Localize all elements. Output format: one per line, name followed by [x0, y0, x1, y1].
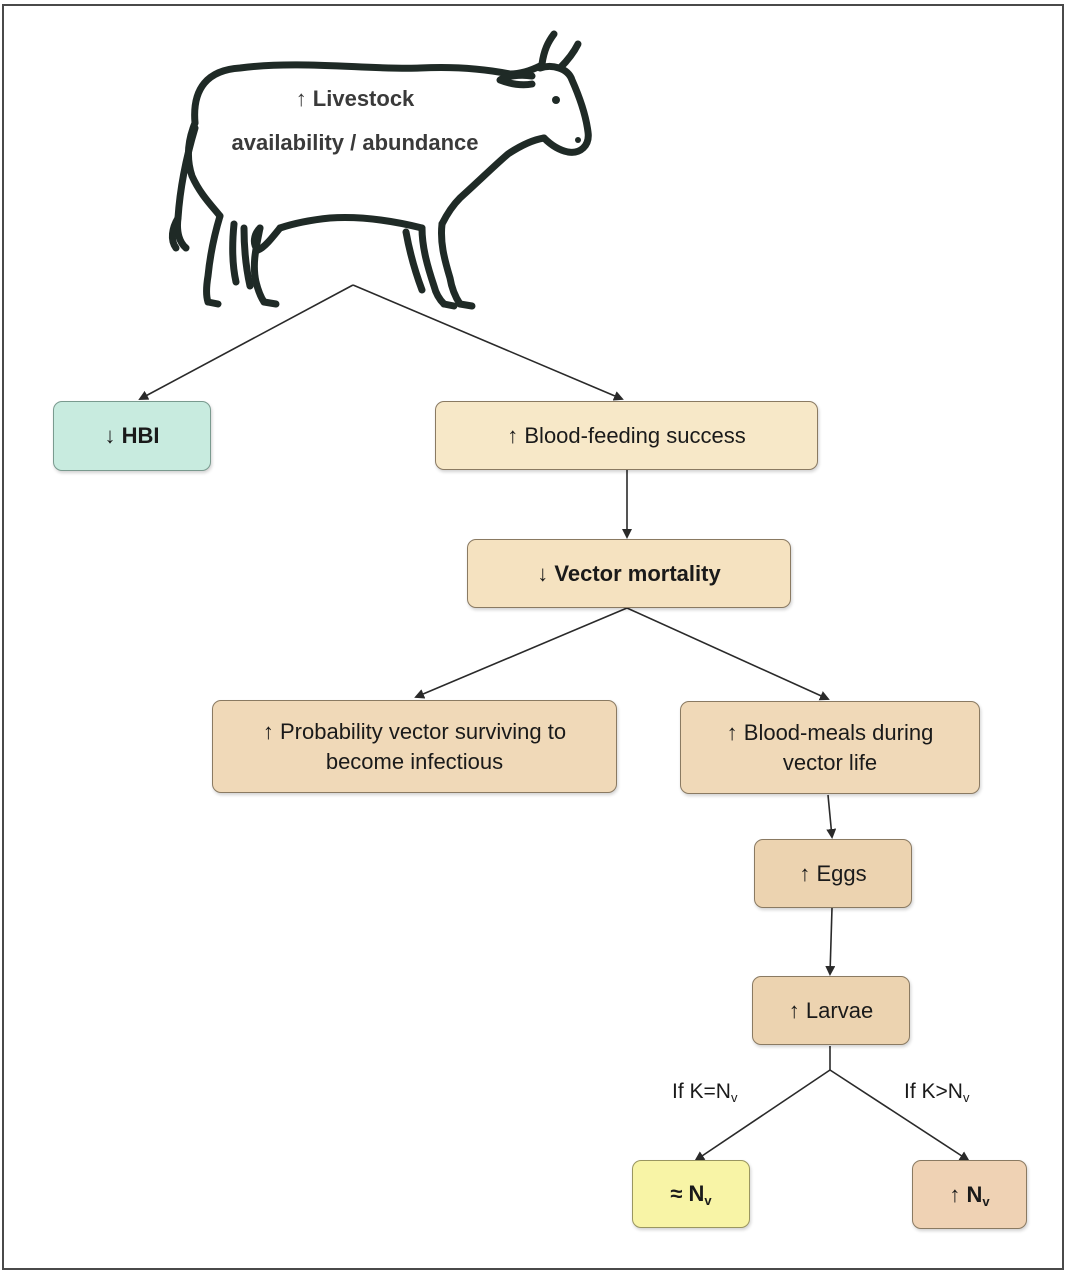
edge-cow-hbi — [138, 284, 354, 400]
probability-surviving-box: ↑ Probability vector surviving to become… — [212, 700, 617, 793]
edge-mortality-blood-meals — [626, 607, 830, 701]
figure-frame — [2, 4, 1064, 1270]
cow-icon — [168, 30, 592, 310]
blood-meals-box: ↑ Blood-meals during vector life — [680, 701, 980, 794]
edge-larvae-increase-nv — [829, 1069, 970, 1162]
edge-mortality-probability — [414, 607, 628, 699]
increase-nv-box: ↑ Nv — [912, 1160, 1027, 1229]
cow-label-line1: ↑ Livestock — [295, 86, 415, 111]
cow-label-line2: availability / abundance — [231, 130, 479, 155]
hbi-box: ↓ HBI — [53, 401, 211, 471]
edge-cow-blood-feeding — [352, 284, 624, 401]
larvae-box: ↑ Larvae — [752, 976, 910, 1045]
edge-larvae-approx-nv — [694, 1069, 831, 1162]
edge-eggs-larvae — [825, 907, 836, 976]
eggs-box: ↑ Eggs — [754, 839, 912, 908]
blood-feeding-success-box: ↑ Blood-feeding success — [435, 401, 818, 470]
approx-nv-box: ≈ Nv — [632, 1160, 750, 1228]
vector-mortality-box: ↓ Vector mortality — [467, 539, 791, 608]
edge-label-k-equal-nv: If K=Nv — [672, 1080, 738, 1105]
edge-label-k-greater-nv: If K>Nv — [904, 1080, 970, 1105]
edge-blood-meals-eggs — [826, 794, 837, 839]
